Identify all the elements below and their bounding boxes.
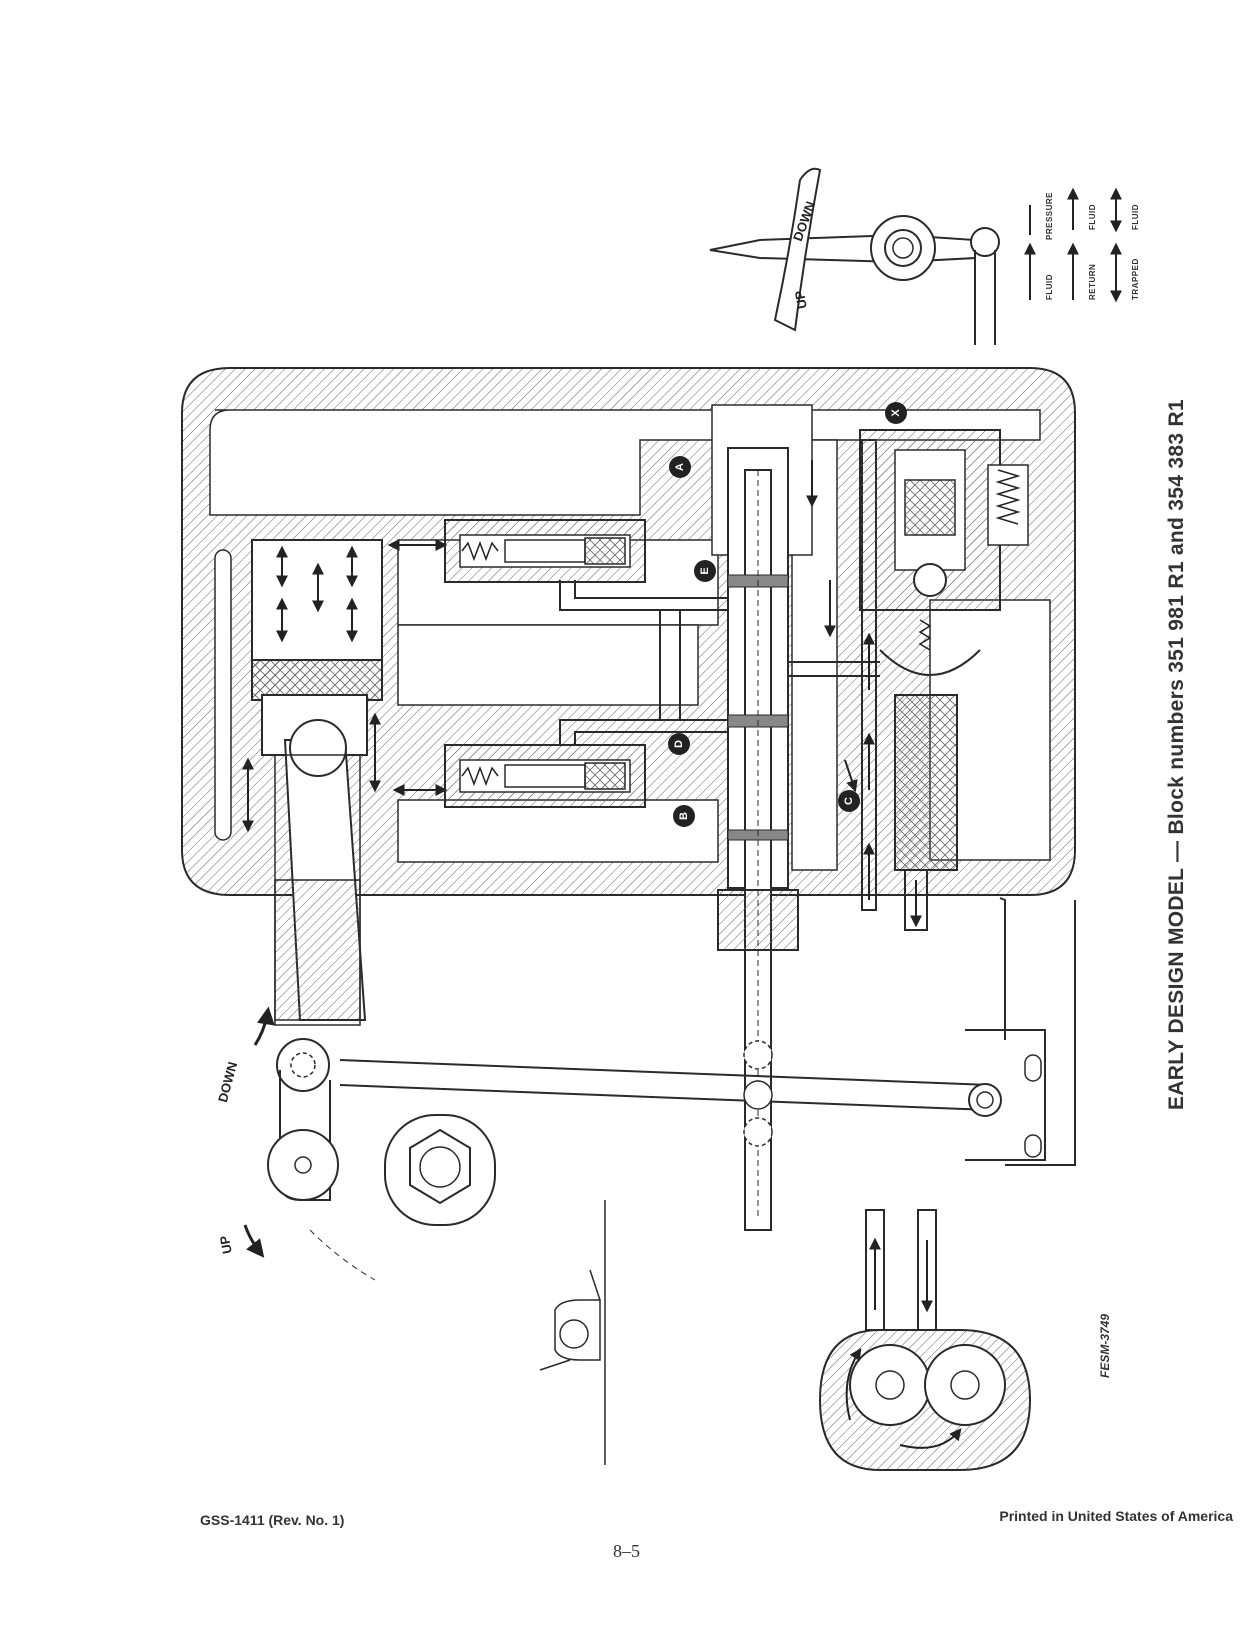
tractor-sketch bbox=[539, 1200, 606, 1465]
callout-c: C bbox=[838, 790, 860, 812]
flow-arrows bbox=[806, 460, 922, 928]
footer-doc-id: GSS-1411 (Rev. No. 1) bbox=[200, 1512, 345, 1528]
fluid-passages bbox=[559, 580, 880, 745]
callout-e: E bbox=[694, 560, 716, 582]
legend-return: RETURN bbox=[1088, 263, 1097, 300]
filter-block bbox=[894, 694, 958, 871]
page-number: 8–5 bbox=[613, 1541, 640, 1561]
control-lever bbox=[709, 167, 1000, 345]
linkage-up-label: UP bbox=[216, 1234, 235, 1255]
housing-body bbox=[181, 367, 1076, 896]
page-title: EARLY DESIGN MODEL — Block numbers 351 9… bbox=[1165, 399, 1188, 1110]
legend-arrows bbox=[1024, 187, 1122, 303]
legend-trapped: TRAPPED bbox=[1131, 258, 1140, 300]
footer-printed: Printed in United States of America bbox=[999, 1508, 1233, 1524]
legend-pressure: PRESSURE bbox=[1045, 191, 1054, 240]
figure-code: FESM-3749 bbox=[1098, 1313, 1112, 1378]
control-spool bbox=[717, 447, 799, 1231]
callout-b: B bbox=[673, 805, 695, 827]
callout-a: A bbox=[669, 456, 691, 478]
upper-valve bbox=[444, 519, 646, 583]
lower-valve bbox=[444, 744, 646, 808]
callout-d: D bbox=[668, 733, 690, 755]
legend-fluid-1: FLUID bbox=[1045, 273, 1054, 300]
legend-fluid-3: FLUID bbox=[1131, 203, 1140, 230]
legend-fluid-2: FLUID bbox=[1088, 203, 1097, 230]
piston-rod bbox=[242, 694, 381, 1026]
trapped-fluid-arrows bbox=[276, 539, 448, 796]
lever-up-label: UP bbox=[791, 289, 810, 310]
callout-x: X bbox=[885, 402, 907, 424]
relief-valve bbox=[859, 429, 1029, 676]
linkage bbox=[243, 897, 1076, 1281]
gear-pump bbox=[818, 1209, 1032, 1471]
cylinder-chamber bbox=[251, 539, 383, 701]
